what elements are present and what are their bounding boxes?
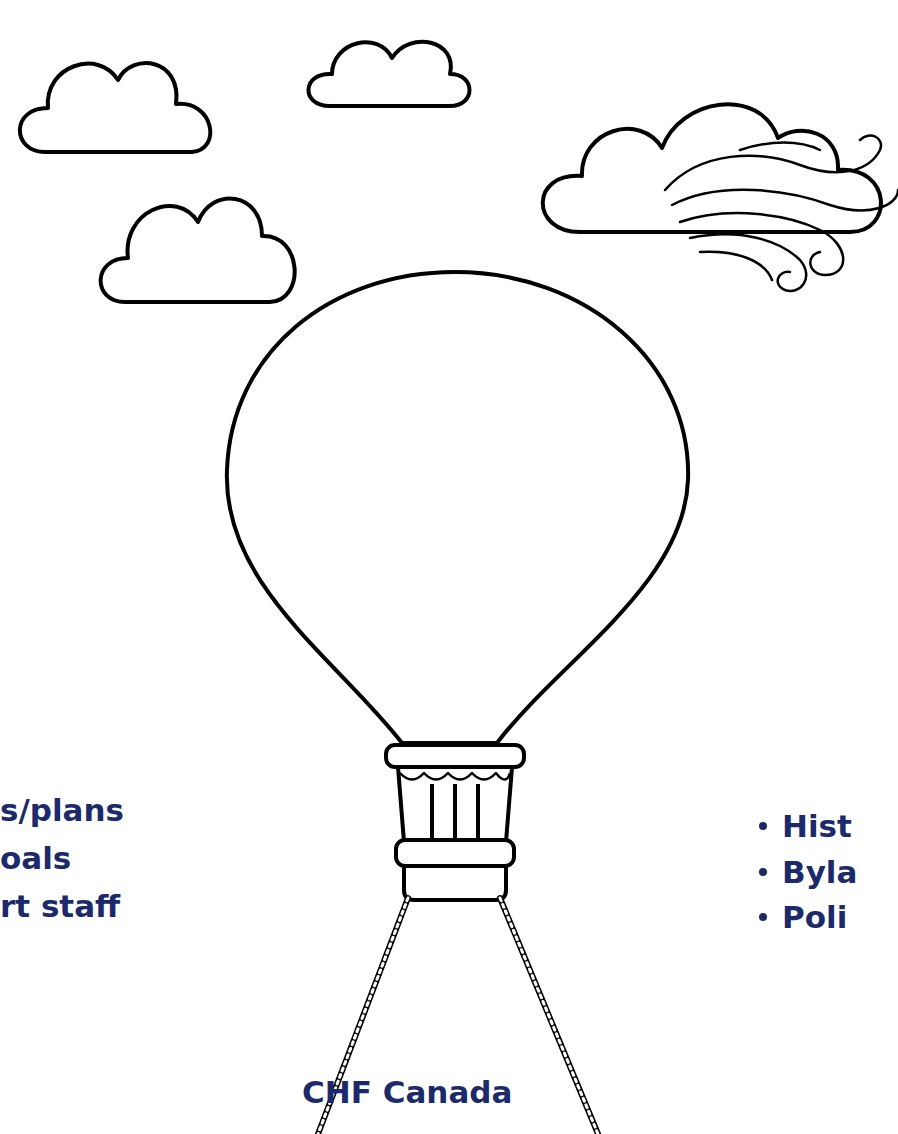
cloud [308, 42, 469, 106]
anchor-label: CHF Canada [302, 1074, 512, 1110]
cloud [20, 63, 210, 152]
wind-swirl [665, 135, 898, 290]
bullet-dot [759, 822, 767, 921]
list-item: s/plans [0, 792, 124, 828]
list-item: oals [0, 840, 71, 876]
balloon-basket [386, 745, 524, 900]
cloud [543, 104, 881, 232]
balloon-envelope [227, 272, 688, 743]
cloud [101, 199, 295, 302]
list-item: Byla [782, 854, 857, 890]
list-item: Hist [782, 808, 852, 844]
list-item: Poli [782, 899, 847, 935]
list-item: rt staff [0, 888, 120, 924]
